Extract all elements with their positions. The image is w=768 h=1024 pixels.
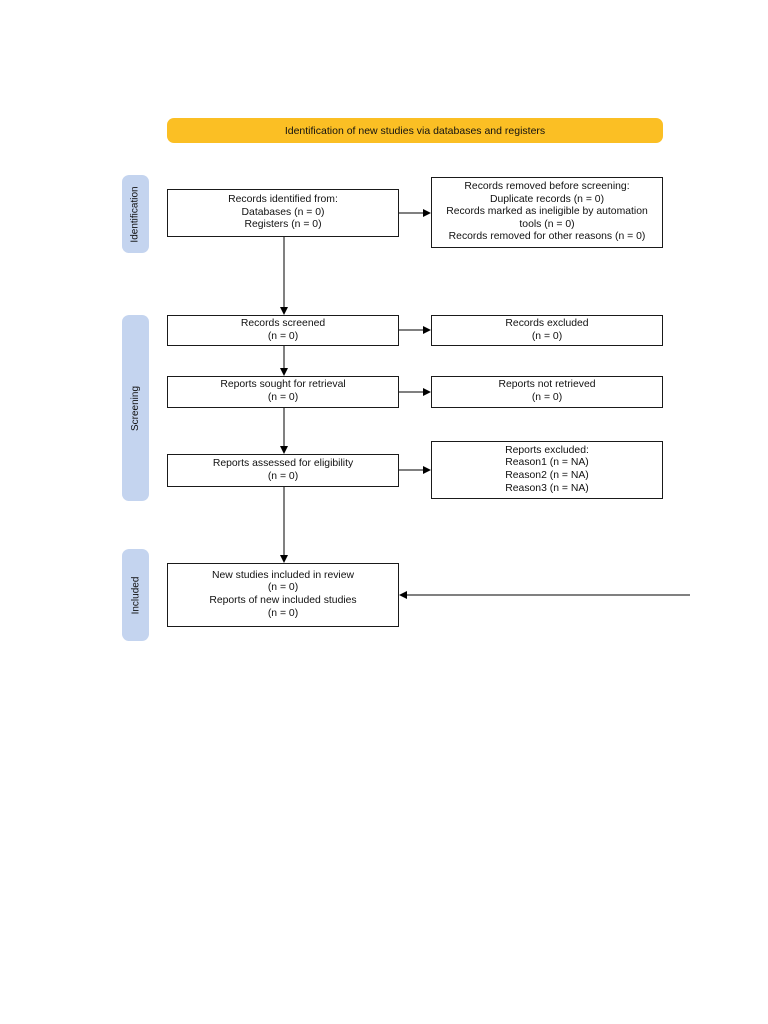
box-line: Records screened: [240, 317, 326, 329]
box-reports-excluded: Reports excluded: Reason1 (n = NA) Reaso…: [431, 441, 663, 499]
box-line: Records removed before screening:: [464, 181, 630, 193]
box-reports-not-retrieved: Reports not retrieved (n = 0): [431, 376, 663, 408]
box-line: Reason2 (n = NA): [505, 470, 589, 481]
box-line: Records excluded: [505, 317, 589, 329]
box-line: Registers (n = 0): [244, 219, 322, 231]
box-records-excluded: Records excluded (n = 0): [431, 315, 663, 346]
box-line: Duplicate records (n = 0): [489, 193, 605, 205]
box-line: Reason3 (n = NA): [505, 482, 589, 494]
box-line: tools (n = 0): [519, 218, 575, 230]
phase-label-identification: Identification: [122, 175, 149, 253]
box-line: Reports assessed for eligibility: [212, 457, 354, 469]
phase-label-included: Included: [122, 549, 149, 641]
box-reports-sought: Reports sought for retrieval (n = 0): [167, 376, 399, 408]
box-studies-included: New studies included in review (n = 0) R…: [167, 563, 399, 627]
box-line: Reports of new included studies: [209, 595, 357, 606]
identification-header: Identification of new studies via databa…: [167, 118, 663, 143]
box-line: Reports sought for retrieval: [220, 379, 346, 391]
box-line: (n = 0): [267, 330, 299, 342]
box-line: New studies included in review: [211, 569, 355, 581]
box-line: (n = 0): [531, 392, 563, 403]
box-reports-assessed: Reports assessed for eligibility (n = 0): [167, 454, 399, 487]
box-line: (n = 0): [531, 330, 563, 342]
header-title: Identification of new studies via databa…: [284, 124, 546, 137]
box-records-screened: Records screened (n = 0): [167, 315, 399, 346]
box-line: Reports excluded:: [505, 444, 589, 456]
box-line: (n = 0): [267, 607, 299, 619]
box-line: (n = 0): [267, 582, 299, 594]
phase-label-screening: Screening: [122, 315, 149, 501]
box-records-removed: Records removed before screening: Duplic…: [431, 177, 663, 248]
box-line: Reason1 (n = NA): [505, 457, 589, 469]
box-line: Records marked as ineligible by automati…: [446, 206, 648, 218]
box-line: Reports not retrieved: [498, 379, 596, 391]
box-line: (n = 0): [267, 470, 299, 482]
box-line: Records removed for other reasons (n = 0…: [448, 231, 646, 243]
box-line: (n = 0): [267, 392, 299, 403]
box-line: Databases (n = 0): [241, 206, 325, 218]
box-records-identified: Records identified from: Databases (n = …: [167, 189, 399, 237]
box-line: Records identified from:: [228, 194, 338, 206]
